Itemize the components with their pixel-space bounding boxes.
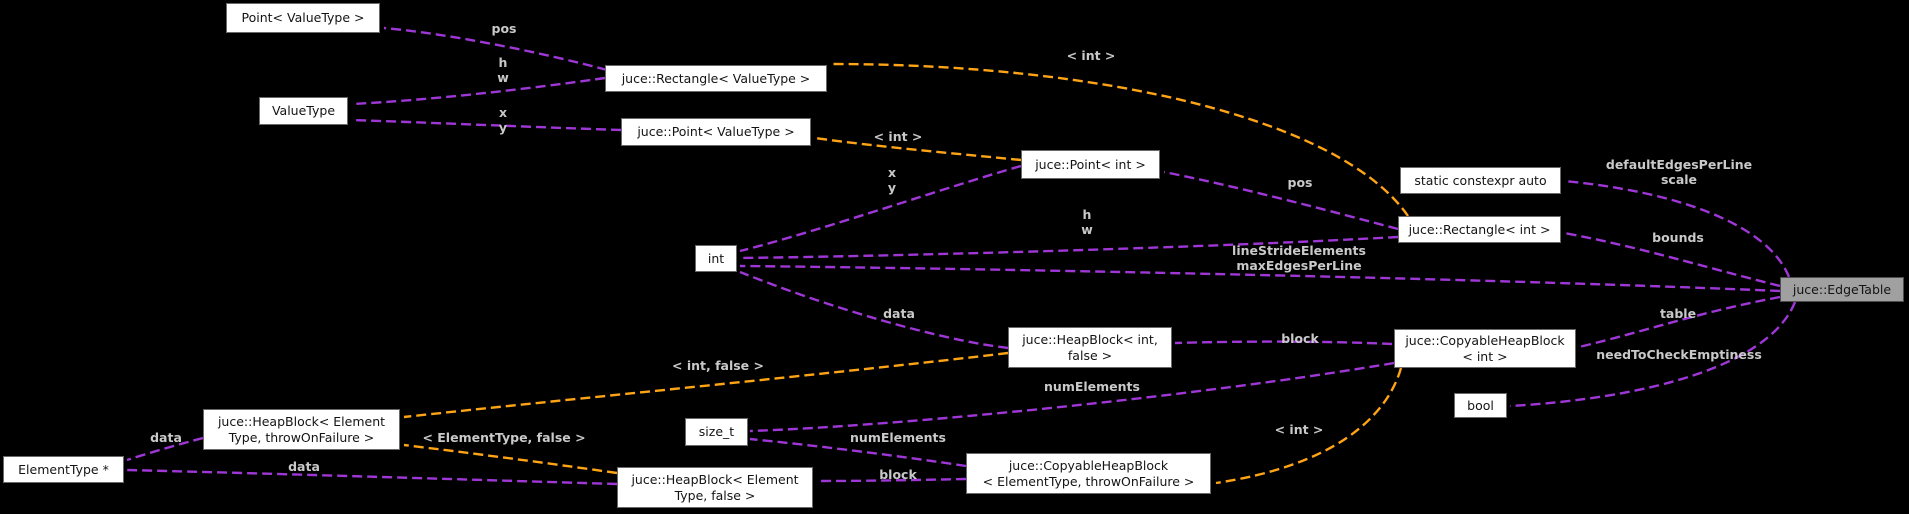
edge-edgetable-table-copyableint xyxy=(1578,295,1781,349)
edge-rectint-pos-pointint xyxy=(1163,170,1399,231)
edge-copyableelem-block-heapblockelemfalse xyxy=(815,477,967,483)
node-juce-heapblock-elementtype-false[interactable]: juce::HeapBlock< Element Type, false > xyxy=(617,467,813,508)
node-juce-point-valuetype[interactable]: juce::Point< ValueType > xyxy=(621,118,811,146)
edge-heapblockint-data-int xyxy=(739,270,1009,350)
edge-edgetable-bounds-rectint xyxy=(1563,231,1781,288)
node-juce-heapblock-elementtype-throwonfailure[interactable]: juce::HeapBlock< Element Type, throwOnFa… xyxy=(203,409,400,450)
edge-edgetable-linestride-int xyxy=(739,264,1781,293)
edge-copyableint-template-copyableelem xyxy=(1215,367,1403,485)
node-juce-rectangle-int[interactable]: juce::Rectangle< int > xyxy=(1398,216,1561,243)
node-bool[interactable]: bool xyxy=(1454,393,1507,418)
edge-copyableint-block-heapblockint xyxy=(1174,340,1393,346)
edge-heapblockelemfalse-template-heapblockelem xyxy=(403,443,618,475)
edge-rectint-hw-int xyxy=(739,235,1399,260)
node-juce-copyableheapblock-int[interactable]: juce::CopyableHeapBlock < int > xyxy=(1394,329,1576,368)
node-juce-rectangle-valuetype[interactable]: juce::Rectangle< ValueType > xyxy=(605,65,827,92)
node-valuetype[interactable]: ValueType xyxy=(259,97,348,125)
edge-copyableint-numelements-sizet xyxy=(749,361,1395,433)
edge-pointint-xy-int xyxy=(739,164,1022,253)
edge-edgetable-ntce-bool xyxy=(1509,301,1797,408)
node-int[interactable]: int xyxy=(695,245,737,272)
node-static-constexpr-auto[interactable]: static constexpr auto xyxy=(1400,167,1561,194)
edge-rectint-template-rectvt xyxy=(830,62,1409,217)
node-point-valuetype[interactable]: Point< ValueType > xyxy=(226,3,380,33)
node-elementtype-ptr[interactable]: ElementType * xyxy=(3,456,124,483)
edge-pointint-template-pointvt xyxy=(814,136,1022,162)
edge-heapblockelemfalse-data-elementtypeptr xyxy=(126,468,618,486)
node-size-t[interactable]: size_t xyxy=(685,418,748,446)
edge-rectvt-hw-valuetype xyxy=(351,76,606,106)
node-juce-copyableheapblock-elementtype-throwonfailure[interactable]: juce::CopyableHeapBlock < ElementType, t… xyxy=(966,453,1211,494)
edge-rectvt-pos-pointvt xyxy=(383,26,608,72)
edge-copyableelem-numelements-sizet xyxy=(749,437,967,468)
node-juce-point-int[interactable]: juce::Point< int > xyxy=(1021,150,1160,179)
node-juce-heapblock-int-false[interactable]: juce::HeapBlock< int, false > xyxy=(1008,327,1172,368)
edge-heapblockint-template-heapblockelem xyxy=(403,351,1009,419)
edge-pointvt-xy-valuetype xyxy=(351,118,622,132)
node-juce-edgetable: juce::EdgeTable xyxy=(1780,277,1904,302)
edge-edgetable-default-static xyxy=(1563,179,1791,278)
edge-heapblockelem-data-elementtypeptr xyxy=(126,436,204,462)
